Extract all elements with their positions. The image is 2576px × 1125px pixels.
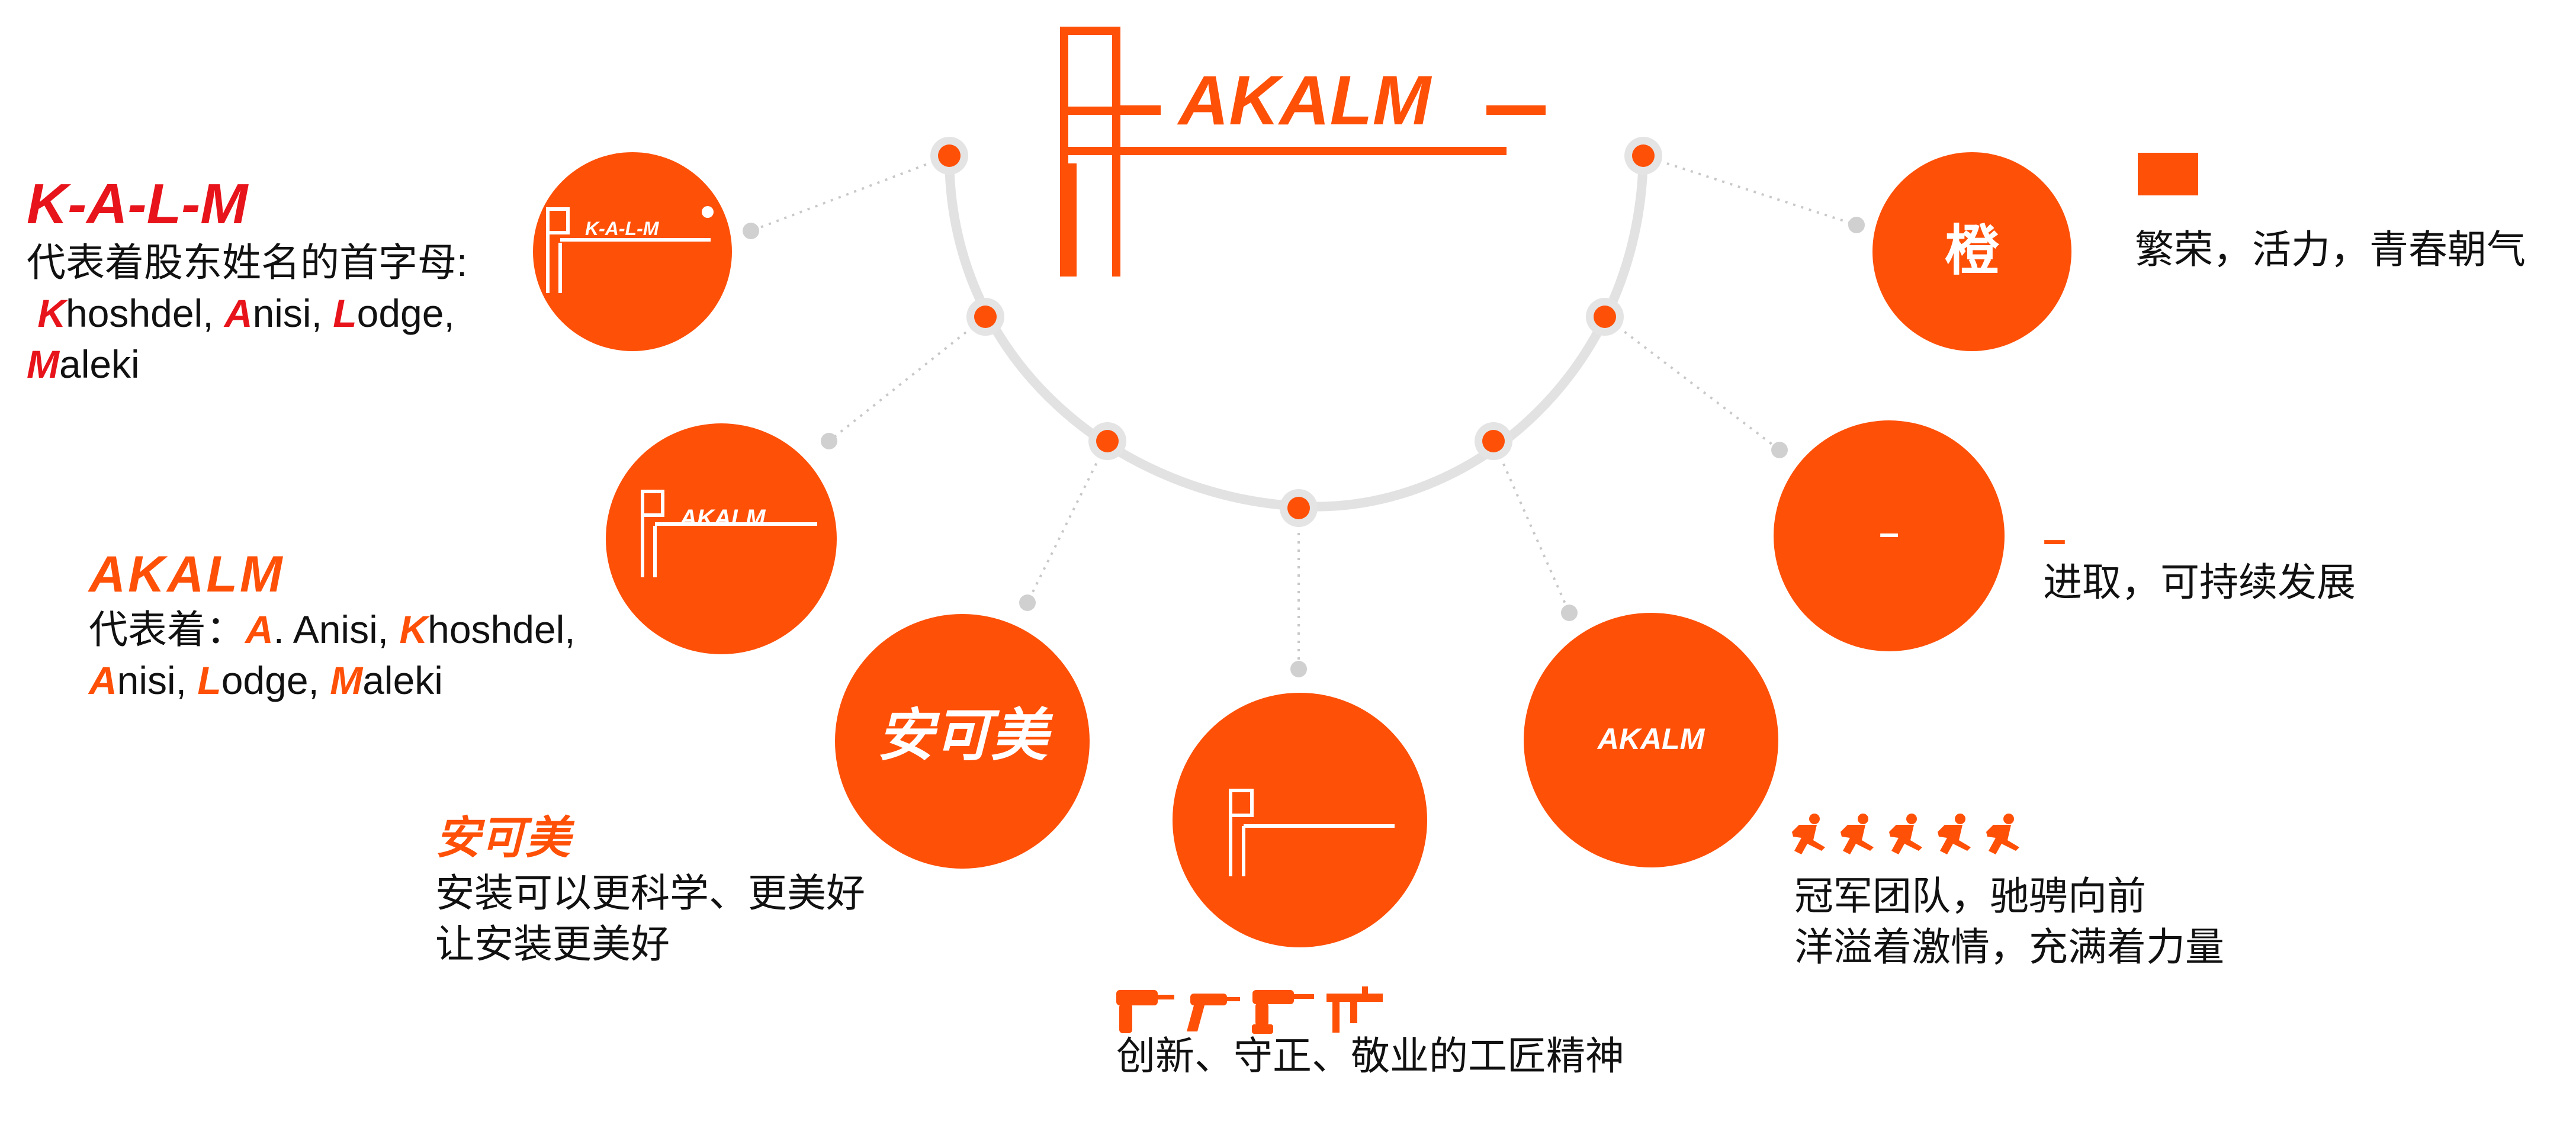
- symbol-mark-icon: [1229, 789, 1395, 876]
- ankemei-title: 安可美: [435, 811, 570, 864]
- kalm-title: K-A-L-M: [27, 172, 248, 236]
- circle-akalm-text-label: AKALM: [1597, 722, 1705, 756]
- circle-ankemei: 安可美: [835, 614, 1090, 869]
- arc-node: [1475, 422, 1512, 460]
- initial-a: A: [89, 658, 117, 702]
- circle-akalm-text: AKALM: [1524, 613, 1778, 867]
- connector-akalm: [828, 316, 987, 442]
- akalm-mark-icon: [641, 490, 817, 577]
- arc: [945, 155, 1648, 512]
- kalm-names-row2: Maleki: [27, 339, 467, 390]
- circle-kalm-label: K-A-L-M: [585, 218, 660, 239]
- arc-node: [1088, 422, 1126, 460]
- name-rest: . Anisi,: [273, 608, 400, 651]
- orange-swatch: [2138, 153, 2198, 195]
- circle-orange: 橙: [1872, 152, 2071, 351]
- akalm-row2: Anisi, Lodge, Maleki: [89, 655, 576, 706]
- name-rest: hoshdel,: [66, 291, 224, 335]
- circle-ankemei-label: 安可美: [877, 702, 1053, 769]
- team-line1: 冠军团队，驰骋向前: [1794, 874, 2146, 918]
- name-rest: nisi,: [117, 658, 198, 702]
- connector-ankemei: [1026, 441, 1109, 603]
- initial-a: A: [224, 291, 253, 335]
- team-line2: 洋溢着激情，充满着力量: [1794, 925, 2224, 969]
- initial-l: L: [333, 291, 357, 335]
- glue-gun-icon: [1187, 994, 1240, 1031]
- initial-k: K: [399, 608, 428, 651]
- connector-kalm: [750, 155, 950, 232]
- runner-icons: [1792, 814, 2019, 854]
- end-dot: [1290, 661, 1307, 677]
- runner-icon: [1889, 814, 1922, 854]
- circle-dash: –: [1774, 420, 2005, 651]
- name-rest: odge,: [356, 291, 455, 335]
- circle-orange-label: 橙: [1945, 221, 2000, 281]
- kalm-names-row1: Khoshdel, Anisi, Lodge,: [27, 288, 467, 339]
- connector-dash: [1604, 316, 1781, 451]
- name-rest: aleki: [362, 658, 443, 702]
- arc-node: [1624, 137, 1662, 175]
- name-rest: hoshdel,: [428, 608, 576, 651]
- initial-m: M: [27, 342, 59, 386]
- circle-symbol: [1173, 693, 1427, 947]
- progress-block: – 进取，可持续发展: [2043, 516, 2356, 608]
- arc-node: [966, 298, 1004, 336]
- end-dot: [1771, 442, 1788, 458]
- akalm-block: AKALM 代表着：A. Anisi, Khoshdel, Anisi, Lod…: [89, 545, 576, 706]
- progress-line1: 进取，可持续发展: [2043, 560, 2356, 604]
- connector-orange: [1643, 155, 1857, 226]
- ankemei-line2: 让安装更美好: [435, 922, 670, 966]
- connector-akalm-text: [1492, 441, 1570, 613]
- name-rest: aleki: [59, 342, 140, 386]
- top-logo-text: AKALM: [1177, 62, 1432, 140]
- arc-node: [1280, 489, 1318, 527]
- caliper-icon: [1326, 986, 1383, 1033]
- tool-icons: [1116, 986, 1383, 1034]
- circle-akalm: AKALM: [606, 423, 837, 654]
- runner-icon: [1841, 814, 1874, 854]
- drill-icon: [1116, 990, 1174, 1033]
- arc-nodes: [930, 137, 1662, 527]
- top-logo: AKALM: [1060, 27, 1546, 277]
- circle-kalm: K-A-L-M: [533, 152, 732, 351]
- end-dot: [1561, 605, 1578, 621]
- screw-gun-icon: [1252, 990, 1314, 1034]
- arc-node: [1586, 298, 1624, 336]
- name-rest: nisi,: [252, 291, 333, 335]
- connectors: [750, 155, 1857, 669]
- initial-m: M: [330, 658, 363, 702]
- end-dot: [1019, 594, 1036, 611]
- runner-icon: [1938, 814, 1971, 854]
- name-rest: odge,: [221, 658, 330, 702]
- craft-line1: 创新、守正、敬业的工匠精神: [1116, 1034, 1624, 1078]
- arc-node: [930, 137, 968, 175]
- end-dot: [743, 223, 759, 239]
- ankemei-line1: 安装可以更科学、更美好: [435, 871, 865, 915]
- kalm-block: K-A-L-M 代表着股东姓名的首字母: Khoshdel, Anisi, Lo…: [27, 172, 467, 390]
- ankemei-block: 安可美 安装可以更科学、更美好 让安装更美好: [435, 808, 865, 969]
- end-dot: [1848, 217, 1865, 233]
- akalm-prefix: 代表着：: [89, 608, 245, 651]
- end-dots: [743, 217, 1865, 677]
- orange-line1: 繁荣，活力，青春朝气: [2135, 227, 2526, 271]
- initial-l: L: [197, 658, 221, 702]
- runner-icon: [1792, 814, 1825, 854]
- end-dot: [821, 433, 837, 449]
- akalm-row1: 代表着：A. Anisi, Khoshdel,: [89, 604, 576, 655]
- akalm-title: AKALM: [89, 546, 285, 603]
- initial-k: K: [37, 291, 66, 335]
- circle-akalm-label: AKALM: [679, 505, 766, 531]
- kalm-line1: 代表着股东姓名的首字母:: [27, 240, 468, 284]
- team-block: 冠军团队，驰骋向前 洋溢着激情，充满着力量: [1794, 870, 2224, 972]
- progress-mark: –: [2043, 516, 2066, 562]
- runner-icon: [1986, 814, 2019, 854]
- top-logo-mark-icon: [1060, 27, 1546, 277]
- initial-a: A: [245, 608, 274, 651]
- circle-dash-label: –: [1879, 513, 1899, 552]
- kalm-mark-icon: [546, 207, 711, 293]
